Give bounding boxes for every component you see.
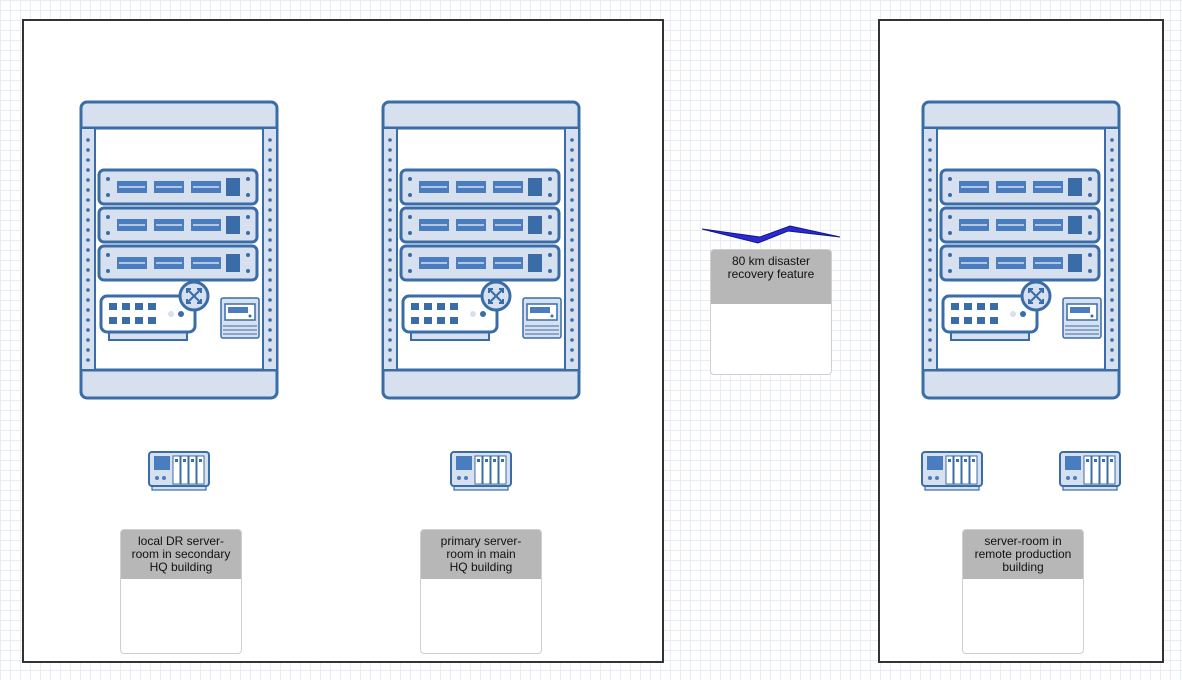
site-label: local DR server- room in secondary HQ bu… [131, 534, 231, 574]
storage-nas-icon [1059, 451, 1121, 491]
storage-nas-icon [148, 451, 210, 491]
site-label-box: primary server- room in main HQ building [420, 529, 542, 654]
link-label: 80 km disaster recovery feature [727, 254, 815, 281]
server-rack-icon [79, 100, 279, 400]
site-label-box: server-room in remote production buildin… [962, 529, 1084, 654]
site-label: server-room in remote production buildin… [974, 534, 1072, 574]
server-rack-icon [381, 100, 581, 400]
site-label: primary server- room in main HQ building [440, 534, 522, 574]
wan-link-icon [701, 225, 841, 244]
server-rack-icon [921, 100, 1121, 400]
link-label-box: 80 km disaster recovery feature [710, 249, 832, 375]
site-label-box: local DR server- room in secondary HQ bu… [120, 529, 242, 654]
storage-nas-icon [450, 451, 512, 491]
storage-nas-icon [921, 451, 983, 491]
